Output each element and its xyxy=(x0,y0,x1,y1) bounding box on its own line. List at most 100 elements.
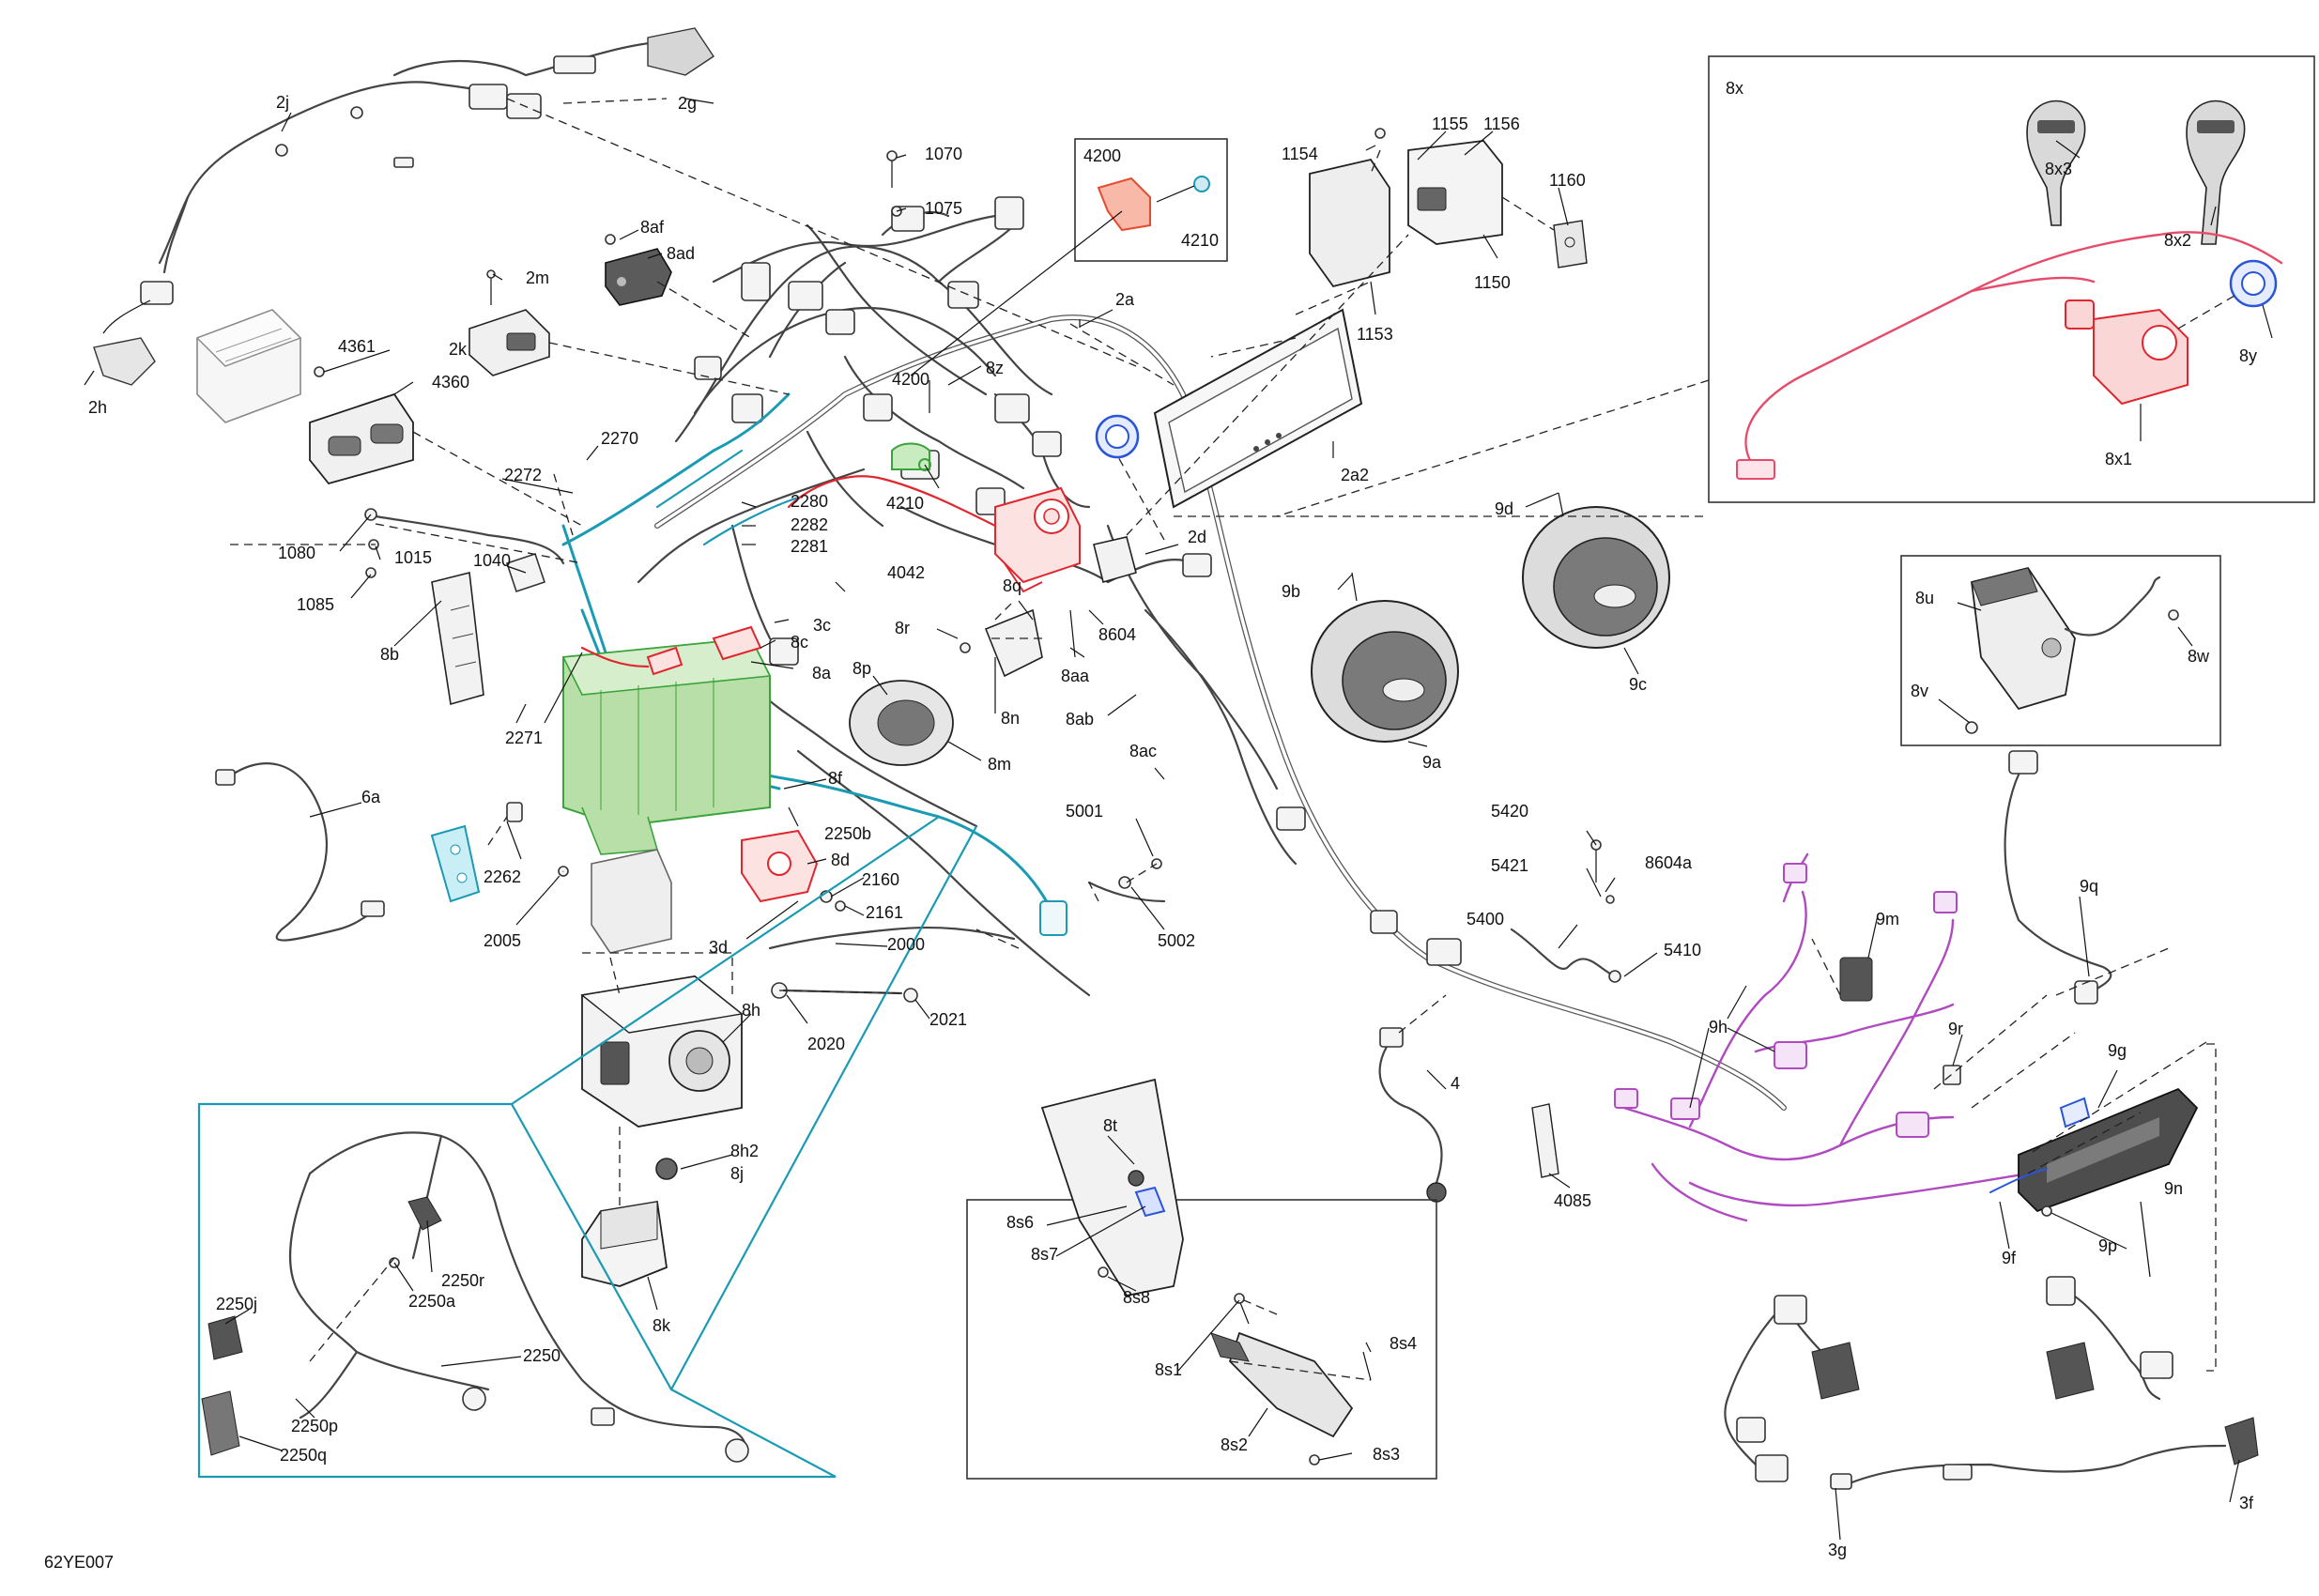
callout-labels: 2j 2g 2h 1070 1075 8af 8ad 2m 2k 4361 43… xyxy=(44,79,2257,1572)
callout-5420: 5420 xyxy=(1491,802,1528,821)
callout-2280: 2280 xyxy=(791,492,828,511)
callout-1154: 1154 xyxy=(1282,145,1318,163)
callout-1156: 1156 xyxy=(1483,115,1520,133)
inset-box-2250 xyxy=(197,1102,837,1479)
callout-1070: 1070 xyxy=(925,145,962,163)
callout-2250b: 2250b xyxy=(824,824,871,843)
callout-8f: 8f xyxy=(828,769,843,788)
callout-8p: 8p xyxy=(852,659,871,678)
callout-3c: 3c xyxy=(813,616,831,635)
bezel-ring-blue xyxy=(1095,414,1140,459)
figure-code: 62YE007 xyxy=(44,1553,114,1572)
callout-4210-mid: 4210 xyxy=(886,494,924,513)
switch-assembly-1150 xyxy=(1309,128,1588,288)
callout-2d: 2d xyxy=(1188,528,1206,546)
callout-2021: 2021 xyxy=(929,1010,967,1029)
callout-8b: 8b xyxy=(380,645,399,664)
callout-8u: 8u xyxy=(1915,589,1934,607)
callout-9m: 9m xyxy=(1876,910,1899,928)
callout-8y: 8y xyxy=(2239,346,2257,365)
parts-5001-5002 xyxy=(1087,858,1166,903)
callout-9p: 9p xyxy=(2098,1236,2117,1255)
callout-8s4: 8s4 xyxy=(1390,1334,1417,1353)
callout-2005: 2005 xyxy=(484,931,521,950)
horn-8m xyxy=(849,608,1043,766)
callout-4085: 4085 xyxy=(1554,1191,1591,1210)
callout-9a: 9a xyxy=(1422,753,1442,772)
callout-2250a: 2250a xyxy=(408,1292,456,1311)
callout-2020: 2020 xyxy=(807,1035,845,1053)
callout-2m: 2m xyxy=(526,269,549,287)
callout-2k: 2k xyxy=(449,340,468,359)
bracket-8b xyxy=(431,572,484,706)
dashed-leaders xyxy=(230,98,2207,1381)
callout-2250: 2250 xyxy=(523,1346,561,1365)
callout-2271: 2271 xyxy=(505,729,543,747)
bracket-2h xyxy=(93,299,156,386)
callout-2161: 2161 xyxy=(866,903,903,922)
fuse-box-8a xyxy=(561,637,772,855)
solid-leaders xyxy=(84,98,2273,1541)
callout-8ab: 8ab xyxy=(1066,710,1094,729)
ground-cable-5400 xyxy=(1510,839,1621,983)
callout-8s6: 8s6 xyxy=(1006,1213,1034,1232)
bracket-8k xyxy=(581,1200,668,1287)
relay-8604 xyxy=(1069,536,1137,658)
callout-2h: 2h xyxy=(88,398,107,417)
callout-5400: 5400 xyxy=(1467,910,1504,928)
callout-4360: 4360 xyxy=(432,373,469,391)
callout-2g: 2g xyxy=(678,94,697,113)
module-2005 xyxy=(558,849,672,954)
callout-1150: 1150 xyxy=(1474,273,1511,292)
callout-2a2: 2a2 xyxy=(1341,466,1369,484)
callout-2000: 2000 xyxy=(887,935,925,954)
callout-8n: 8n xyxy=(1001,709,1020,728)
callout-2250p: 2250p xyxy=(291,1417,338,1435)
callout-5410: 5410 xyxy=(1664,941,1701,959)
callout-4200-mid: 4200 xyxy=(892,370,929,389)
callout-5421: 5421 xyxy=(1491,856,1528,875)
callout-1085: 1085 xyxy=(297,595,334,614)
callout-8aa: 8aa xyxy=(1061,667,1090,685)
callout-9q: 9q xyxy=(2080,877,2098,896)
callout-8s7: 8s7 xyxy=(1031,1245,1058,1264)
callout-8x2: 8x2 xyxy=(2164,231,2191,250)
callout-8h2: 8h2 xyxy=(730,1142,759,1160)
callout-1155: 1155 xyxy=(1432,115,1468,133)
callout-3g: 3g xyxy=(1828,1541,1847,1559)
callout-8s8: 8s8 xyxy=(1123,1288,1150,1307)
part-4085 xyxy=(1531,1103,1559,1178)
callout-8w: 8w xyxy=(2188,647,2210,666)
callout-2270: 2270 xyxy=(601,429,638,448)
callout-1153: 1153 xyxy=(1357,325,1393,344)
callout-8k: 8k xyxy=(653,1316,671,1335)
callout-8x: 8x xyxy=(1726,79,1743,98)
speaker-9c xyxy=(1522,492,1670,649)
cable-9q xyxy=(2004,750,2112,1005)
display-2a2 xyxy=(1153,308,1363,509)
callout-8a: 8a xyxy=(812,664,832,683)
callout-2250j: 2250j xyxy=(216,1295,257,1313)
callout-1015: 1015 xyxy=(394,548,432,567)
callout-2160: 2160 xyxy=(862,870,899,889)
module-8d-red xyxy=(741,829,819,903)
teal-bracket-2262 xyxy=(430,802,523,903)
ignition-switch-red xyxy=(787,475,1081,593)
callout-4200-top: 4200 xyxy=(1083,146,1121,165)
callout-3f: 3f xyxy=(2239,1494,2254,1512)
sensor-8ad xyxy=(605,234,672,306)
callout-8s2: 8s2 xyxy=(1221,1435,1248,1454)
callout-5002: 5002 xyxy=(1158,931,1195,950)
callout-8x3: 8x3 xyxy=(2045,160,2072,178)
callout-2250q: 2250q xyxy=(280,1446,327,1465)
callout-9g: 9g xyxy=(2108,1041,2127,1060)
inset-box-8x xyxy=(1708,55,2315,503)
sensor-cable-4 xyxy=(1378,1027,1447,1203)
callout-2a: 2a xyxy=(1115,290,1135,309)
callout-3d: 3d xyxy=(709,938,728,957)
callout-8j: 8j xyxy=(730,1164,744,1183)
callout-8t: 8t xyxy=(1103,1116,1117,1135)
callout-8r: 8r xyxy=(895,619,910,637)
taillight-9n xyxy=(1989,1087,2199,1217)
